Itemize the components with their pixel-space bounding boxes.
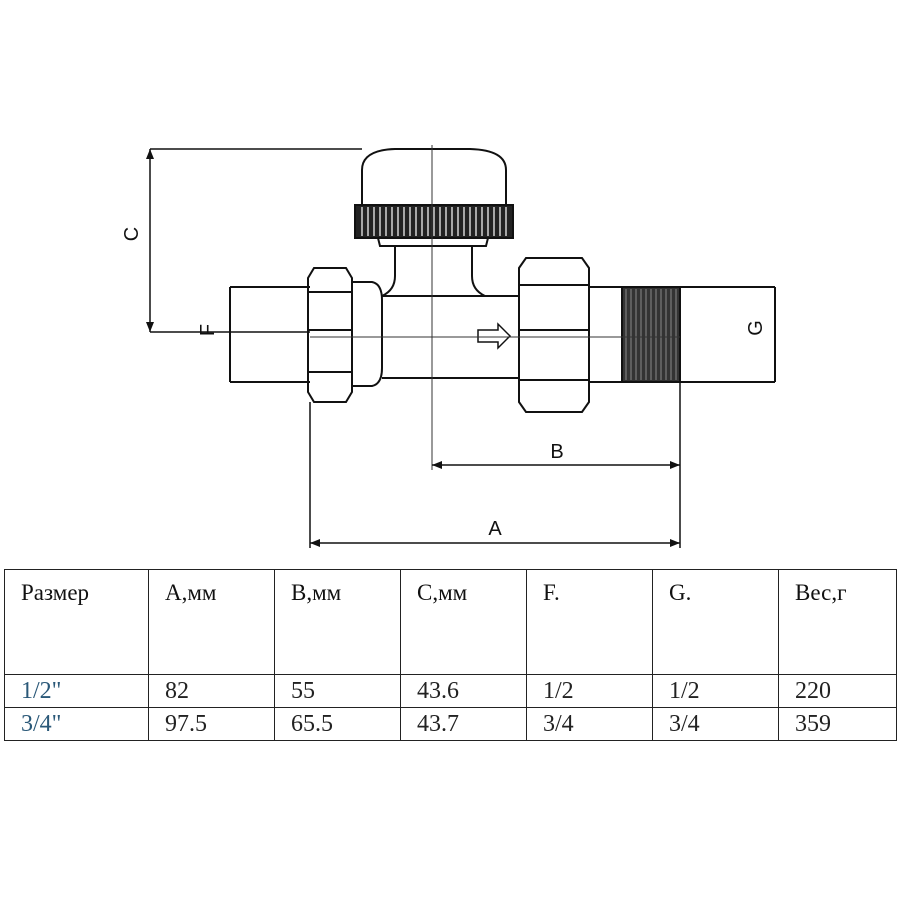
cell-c: 43.6	[400, 674, 527, 708]
header-a: А,мм	[148, 569, 275, 675]
valve-body	[229, 148, 776, 413]
cap	[361, 148, 507, 206]
cell-b: 65.5	[274, 707, 401, 741]
bonnet	[376, 237, 490, 247]
main-body	[382, 295, 520, 379]
header-g: G.	[652, 569, 779, 675]
cell-size: 3/4"	[4, 707, 149, 741]
cell-weight: 220	[778, 674, 897, 708]
left-pipe	[229, 286, 310, 383]
cell-b: 55	[274, 674, 401, 708]
header-size: Размер	[4, 569, 149, 675]
cell-f: 1/2	[526, 674, 653, 708]
cell-size: 1/2"	[4, 674, 149, 708]
table-header-row: Размер А,мм B,мм C,мм F. G. Вес,г	[4, 569, 897, 675]
cell-a: 82	[148, 674, 275, 708]
header-c: C,мм	[400, 569, 527, 675]
table-row: 1/2" 82 55 43.6 1/2 1/2 220	[4, 674, 897, 708]
valve-drawing: C F G B A	[121, 145, 776, 548]
cell-g: 1/2	[652, 674, 779, 708]
dim-label-a: A	[488, 518, 502, 540]
header-f: F.	[526, 569, 653, 675]
header-weight: Вес,г	[778, 569, 897, 675]
center-lines	[310, 145, 680, 470]
dimension-lines	[149, 148, 776, 548]
cell-a: 97.5	[148, 707, 275, 741]
dim-label-f: F	[197, 324, 219, 336]
cell-weight: 359	[778, 707, 897, 741]
spec-table: Размер А,мм B,мм C,мм F. G. Вес,г 1/2" 8…	[4, 569, 897, 741]
table-row: 3/4" 97.5 65.5 43.7 3/4 3/4 359	[4, 707, 897, 741]
dim-label-g: G	[745, 320, 767, 336]
flow-arrow-icon	[477, 322, 512, 350]
header-b: B,мм	[274, 569, 401, 675]
dim-label-c: C	[121, 227, 143, 241]
left-nut	[307, 267, 353, 403]
cell-c: 43.7	[400, 707, 527, 741]
cell-g: 3/4	[652, 707, 779, 741]
right-nut	[518, 257, 590, 413]
dim-label-b: B	[550, 441, 563, 463]
cell-f: 3/4	[526, 707, 653, 741]
